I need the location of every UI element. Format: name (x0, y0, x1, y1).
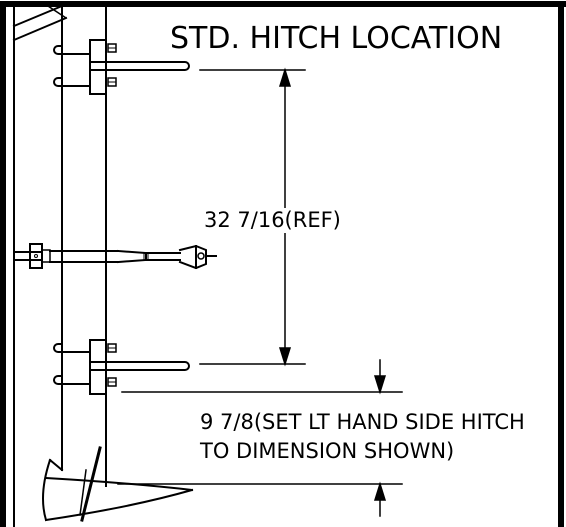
vertical-post (61, 5, 107, 487)
dimension-lower (117, 359, 403, 517)
dimension-lower-label-line1: 9 7/8(SET LT HAND SIDE HITCH (200, 410, 525, 434)
dimension-lower-label-line2: TO DIMENSION SHOWN) (200, 439, 455, 463)
upper-hitch-bracket (53, 39, 190, 95)
dimension-upper-label: 32 7/16(REF) (202, 208, 343, 233)
drawing-title: STD. HITCH LOCATION (170, 21, 503, 56)
hitch-pin (13, 243, 217, 270)
lower-hitch-bracket (53, 339, 190, 395)
top-brace (12, 4, 68, 42)
ground-blade (42, 446, 194, 522)
